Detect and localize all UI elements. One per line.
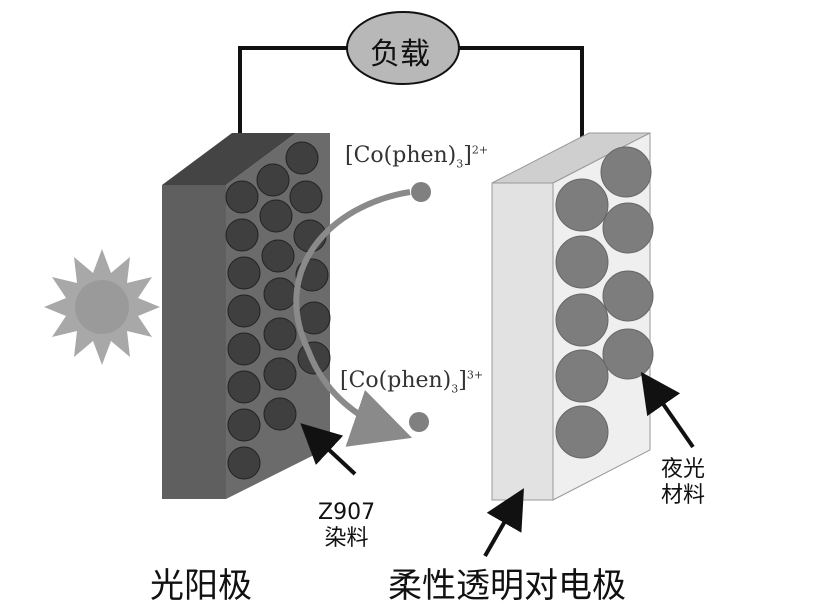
counter-electrode-label: 柔性透明对电极 <box>388 566 626 606</box>
counter-electrode <box>491 132 654 501</box>
redox-arrow <box>293 189 413 447</box>
ion-dot-reduced <box>411 182 431 202</box>
counter-electrode-face <box>491 182 554 501</box>
luminous-pointer-arrow <box>640 371 695 449</box>
ion-label-reduced: [Co(phen)3]2+ <box>345 143 489 171</box>
photoanode-top <box>162 133 296 185</box>
photoanode <box>162 133 331 499</box>
circuit-wire <box>238 46 350 152</box>
photoanode-face <box>162 185 226 499</box>
dye-pointer-arrow <box>300 423 357 476</box>
dye-label: Z907 染料 <box>318 500 375 552</box>
luminous-material-label: 夜光 材料 <box>661 457 705 509</box>
sun-icon <box>44 249 160 365</box>
luminous-label-line1: 夜光 <box>661 457 706 482</box>
ion-label-oxidized: [Co(phen)3]3+ <box>340 368 484 396</box>
load-ellipse <box>346 11 460 85</box>
luminous-particles <box>555 146 654 459</box>
luminous-label-line2: 材料 <box>661 483 706 508</box>
load-label: 负载 <box>370 37 430 72</box>
ion-dot-oxidized <box>409 412 429 432</box>
circuit-wire-right <box>456 46 584 160</box>
dye-particles <box>225 141 331 480</box>
dye-label-line2: 染料 <box>324 526 369 551</box>
dye-label-line1: Z907 <box>318 500 376 525</box>
counter-electrode-pointer-arrow <box>483 488 524 557</box>
photoanode-label: 光阳极 <box>150 566 252 606</box>
